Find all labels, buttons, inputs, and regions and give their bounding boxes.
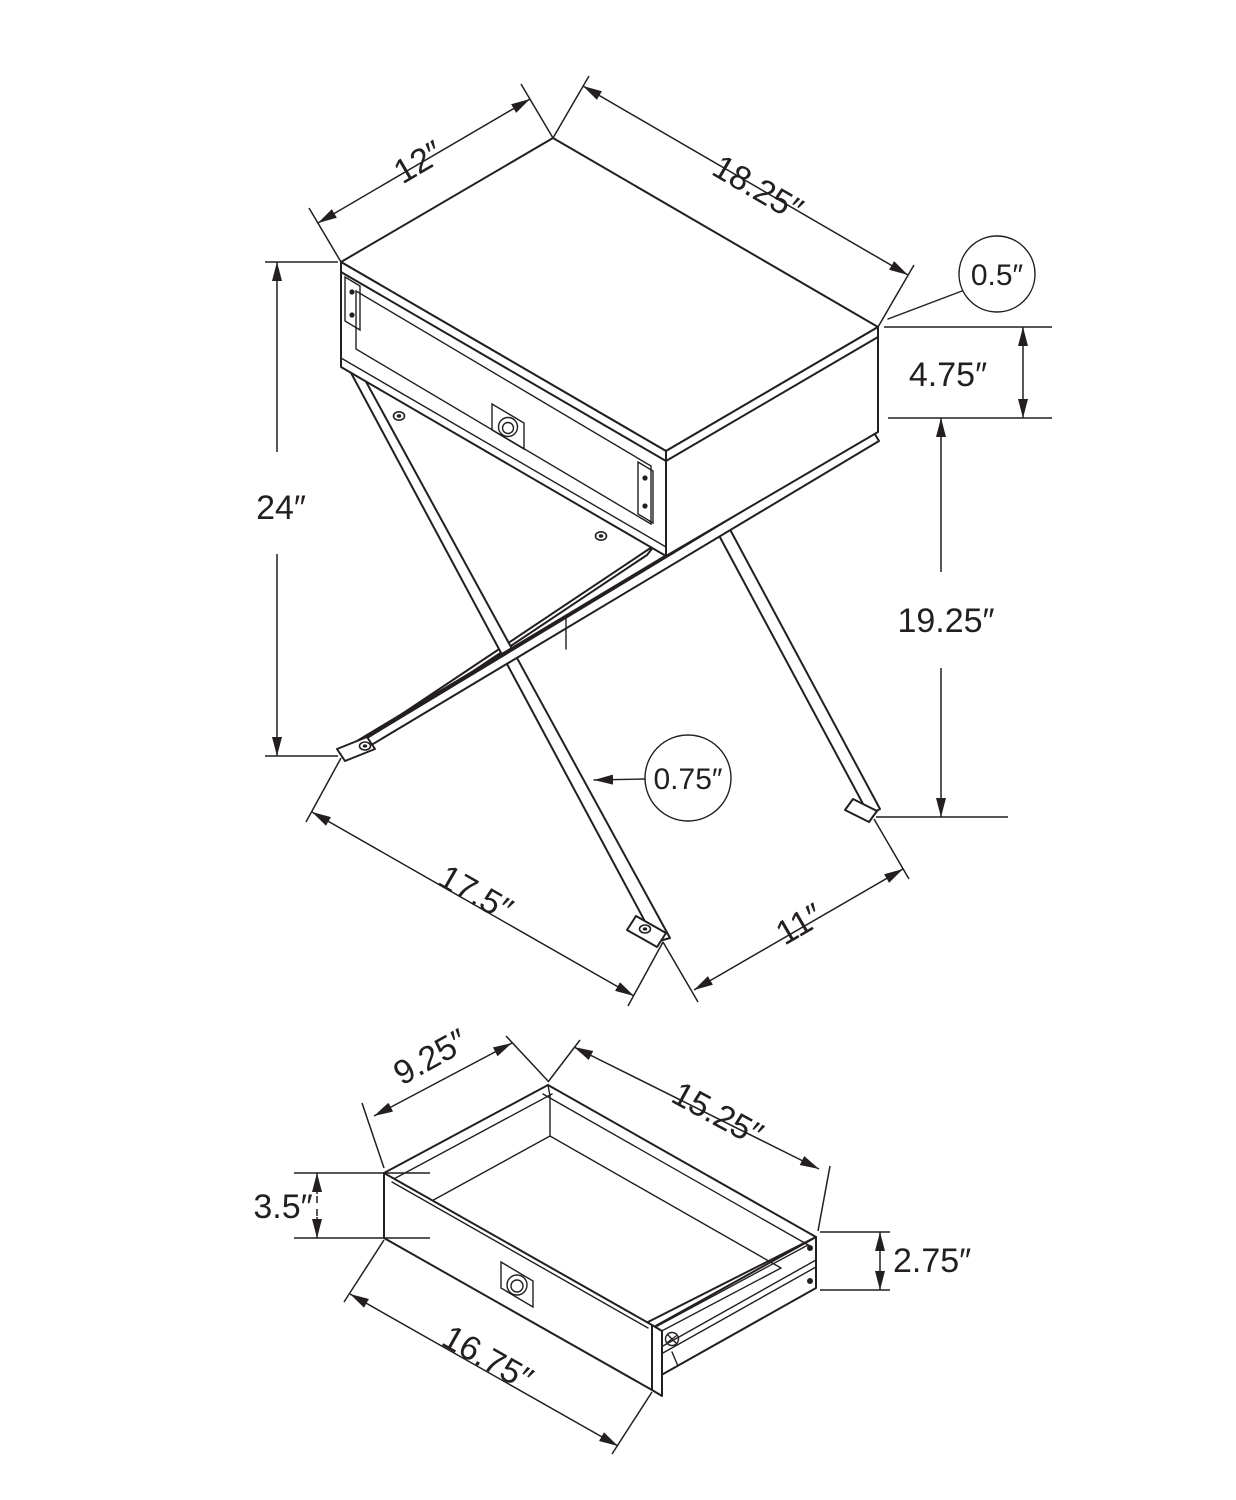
rim-bolt-right [594, 530, 608, 541]
callout-top-thickness: 0.5″ [887, 235, 1036, 320]
callout-circle [958, 235, 1036, 313]
dimension-drawer-width: 15.25″ [547, 1039, 831, 1232]
dimension-base-depth: 11″ [662, 818, 910, 1003]
dimension-overall-height: 24″ [256, 261, 338, 757]
callout-leg-thickness: 0.75″ [593, 734, 732, 822]
dim-label-top-thickness: 0.5″ [971, 259, 1024, 292]
dim-label-drawer-front-height: 3.5″ [253, 1188, 312, 1226]
side-screw [664, 1331, 680, 1367]
slab-edge-front [340, 271, 667, 462]
dim-label-leg-thickness: 0.75″ [653, 763, 722, 796]
dim-label-floor-clearance: 19.25″ [897, 602, 994, 640]
dim-label-drawer-side-height: 2.75″ [893, 1242, 971, 1280]
front-foot [626, 915, 667, 948]
dimension-floor-clearance: 19.25″ [876, 418, 1008, 818]
dimension-base-width: 17.5″ [305, 757, 664, 1007]
corner-bracket-left [344, 275, 361, 332]
drawer-face [340, 275, 667, 548]
drawer-view: 9.25″ 15.25″ 3.5″ 2.75″ 16.75″ [253, 1022, 971, 1455]
drawer-front-endcap [651, 1324, 663, 1397]
table-view: 12″ 18.25″ 0.5″ 4.75″ 19.25″ [256, 75, 1052, 1007]
dimension-drawer-front-height: 3.5″ [253, 1172, 430, 1239]
dim-label-top-depth: 12″ [387, 134, 449, 192]
dim-label-drawer-width: 15.25″ [666, 1074, 769, 1154]
dim-label-drawer-front-width: 16.75″ [436, 1318, 539, 1399]
right-foot [844, 798, 878, 823]
dim-label-overall-height: 24″ [256, 489, 306, 527]
table-drawer-pull [491, 402, 525, 451]
slab-edge-right [665, 336, 879, 462]
back-leg [714, 521, 881, 816]
dim-label-apron-height: 4.75″ [909, 356, 987, 394]
box-right-face [665, 326, 879, 557]
dimension-drawer-side-height: 2.75″ [820, 1231, 971, 1291]
callout-circle [644, 734, 732, 822]
dim-label-top-width: 18.25″ [706, 148, 809, 230]
left-foot [336, 736, 376, 762]
dim-label-base-width: 17.5″ [432, 858, 519, 930]
corner-bracket-right [637, 460, 654, 525]
dim-label-base-depth: 11″ [769, 896, 829, 953]
dim-label-drawer-depth: 9.25″ [387, 1022, 474, 1093]
rim-bolt-left [392, 410, 406, 421]
dimension-apron-height: 4.75″ [884, 326, 1052, 419]
